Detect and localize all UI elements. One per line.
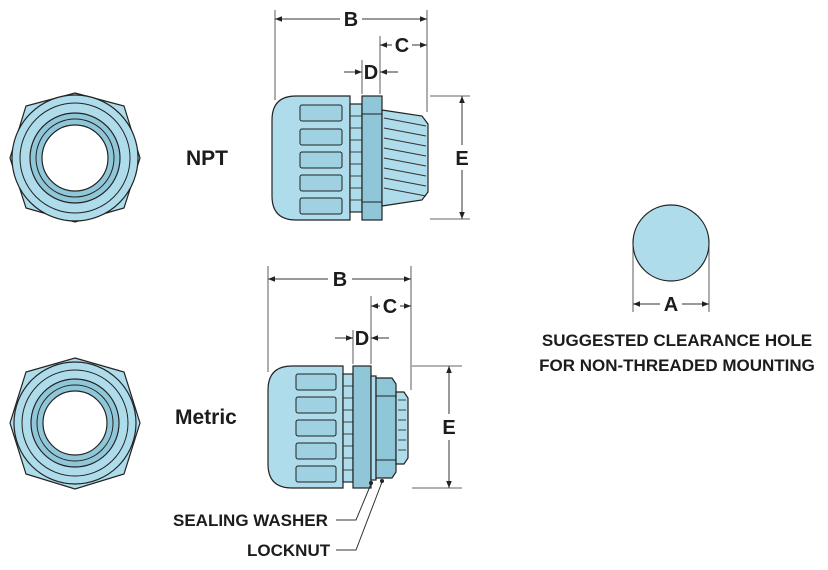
npt-dim-d: D — [364, 62, 378, 84]
npt-side-view — [271, 95, 429, 221]
metric-end-view — [9, 357, 141, 490]
metric-dim-b: B — [333, 269, 347, 291]
clearance-caption-line2: FOR NON-THREADED MOUNTING — [539, 356, 815, 375]
clearance-caption-line1: SUGGESTED CLEARANCE HOLE — [542, 331, 812, 350]
npt-dim-b: B — [344, 9, 358, 31]
callout-leaders — [336, 479, 384, 551]
npt-end-view — [9, 92, 141, 223]
npt-dimension-lines — [274, 10, 470, 220]
metric-side-view — [267, 365, 409, 489]
sealing-washer-callout: SEALING WASHER — [173, 511, 328, 530]
clearance-hole-dim-a: A — [664, 294, 678, 316]
metric-dim-e: E — [442, 417, 455, 439]
npt-dim-e: E — [455, 148, 468, 170]
metric-dim-c: C — [383, 296, 397, 318]
npt-dim-c: C — [395, 35, 409, 57]
metric-dim-d: D — [355, 328, 369, 350]
locknut-callout: LOCKNUT — [247, 541, 331, 560]
metric-label: Metric — [175, 406, 237, 429]
npt-label: NPT — [186, 147, 228, 170]
clearance-hole — [632, 204, 710, 312]
metric-dimension-lines — [267, 266, 462, 489]
